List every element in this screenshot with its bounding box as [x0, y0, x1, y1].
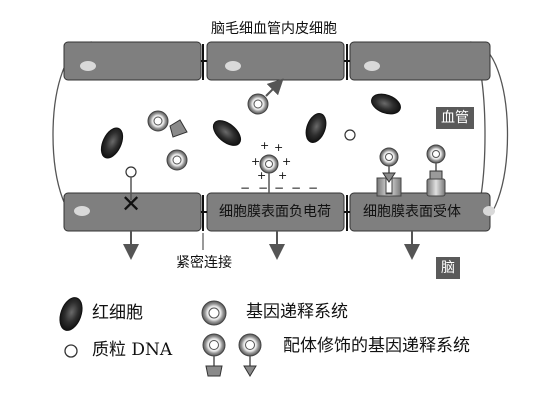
plus-charge: + — [282, 155, 292, 168]
top-cell-row — [63, 41, 491, 81]
red-blood-cell — [371, 93, 401, 115]
bottom-cell-row — [63, 192, 495, 232]
plasmid-dna — [125, 166, 137, 178]
gene-delivery-particle — [147, 110, 169, 132]
top-cell-3 — [349, 41, 491, 81]
bottom-tight-junction-2 — [344, 195, 350, 231]
plasmid-dna — [344, 129, 356, 141]
plus-charge: + — [274, 141, 284, 154]
top-nucleus-2 — [225, 61, 241, 71]
legend-plasmid-label: 质粒 DNA — [92, 340, 173, 360]
bottom-nucleus-3 — [483, 206, 495, 216]
blocked-mark: ✕ — [121, 190, 142, 218]
minus-charge: − — [291, 181, 302, 195]
plus-charge: + — [251, 155, 261, 168]
minus-charge: − — [274, 181, 285, 195]
red-blood-cell — [305, 113, 327, 143]
plus-charge: + — [278, 169, 288, 182]
top-cell-1 — [63, 41, 202, 81]
vessel-tag: 血管 — [436, 107, 474, 129]
gene-delivery-particle — [247, 93, 269, 115]
bottom-tight-junction-1 — [201, 195, 207, 231]
tight-junction-label: 紧密连接 — [176, 255, 232, 271]
receptor-group-2 — [426, 144, 446, 197]
legend-rbc-icon — [59, 297, 83, 331]
top-cell-2 — [206, 41, 345, 81]
receptor-group-1 — [376, 147, 402, 197]
plus-charge: + — [260, 139, 270, 152]
diagram-title: 脑毛细血管内皮细胞 — [211, 21, 337, 37]
receptor-label: 细胞膜表面受体 — [363, 204, 461, 220]
brain-tag: 脑 — [436, 257, 460, 279]
legend-plasmid-icon — [64, 344, 78, 358]
plus-charge: + — [257, 169, 267, 182]
minus-charge: − — [308, 181, 319, 195]
legend-ligand-system-icon-2 — [238, 333, 262, 377]
red-blood-cell — [212, 120, 242, 146]
negative-charge-label: 细胞膜表面负电荷 — [219, 204, 331, 220]
minus-charge: − — [240, 181, 251, 195]
rbc-group — [100, 93, 401, 159]
legend-gene-system-label: 基因递释系统 — [246, 302, 348, 322]
gene-delivery-particle — [166, 149, 188, 171]
top-tight-junction-2 — [344, 44, 350, 80]
legend-rbc-label: 红细胞 — [92, 303, 143, 323]
legend-gene-system-icon — [201, 300, 227, 326]
bottom-nucleus-1 — [74, 206, 90, 216]
top-tight-junction-1 — [201, 44, 207, 80]
minus-charge: − — [258, 181, 269, 195]
charged-particle — [259, 154, 279, 174]
top-nucleus-3 — [364, 61, 380, 71]
legend-ligand-system-label: 配体修饰的基因递释系统 — [283, 336, 470, 356]
red-blood-cell — [100, 127, 124, 159]
legend-ligand-system-icon-1 — [202, 333, 226, 377]
top-nucleus-1 — [80, 61, 96, 71]
escape-arrow — [265, 78, 284, 97]
ligand-trapezoid — [169, 119, 188, 138]
